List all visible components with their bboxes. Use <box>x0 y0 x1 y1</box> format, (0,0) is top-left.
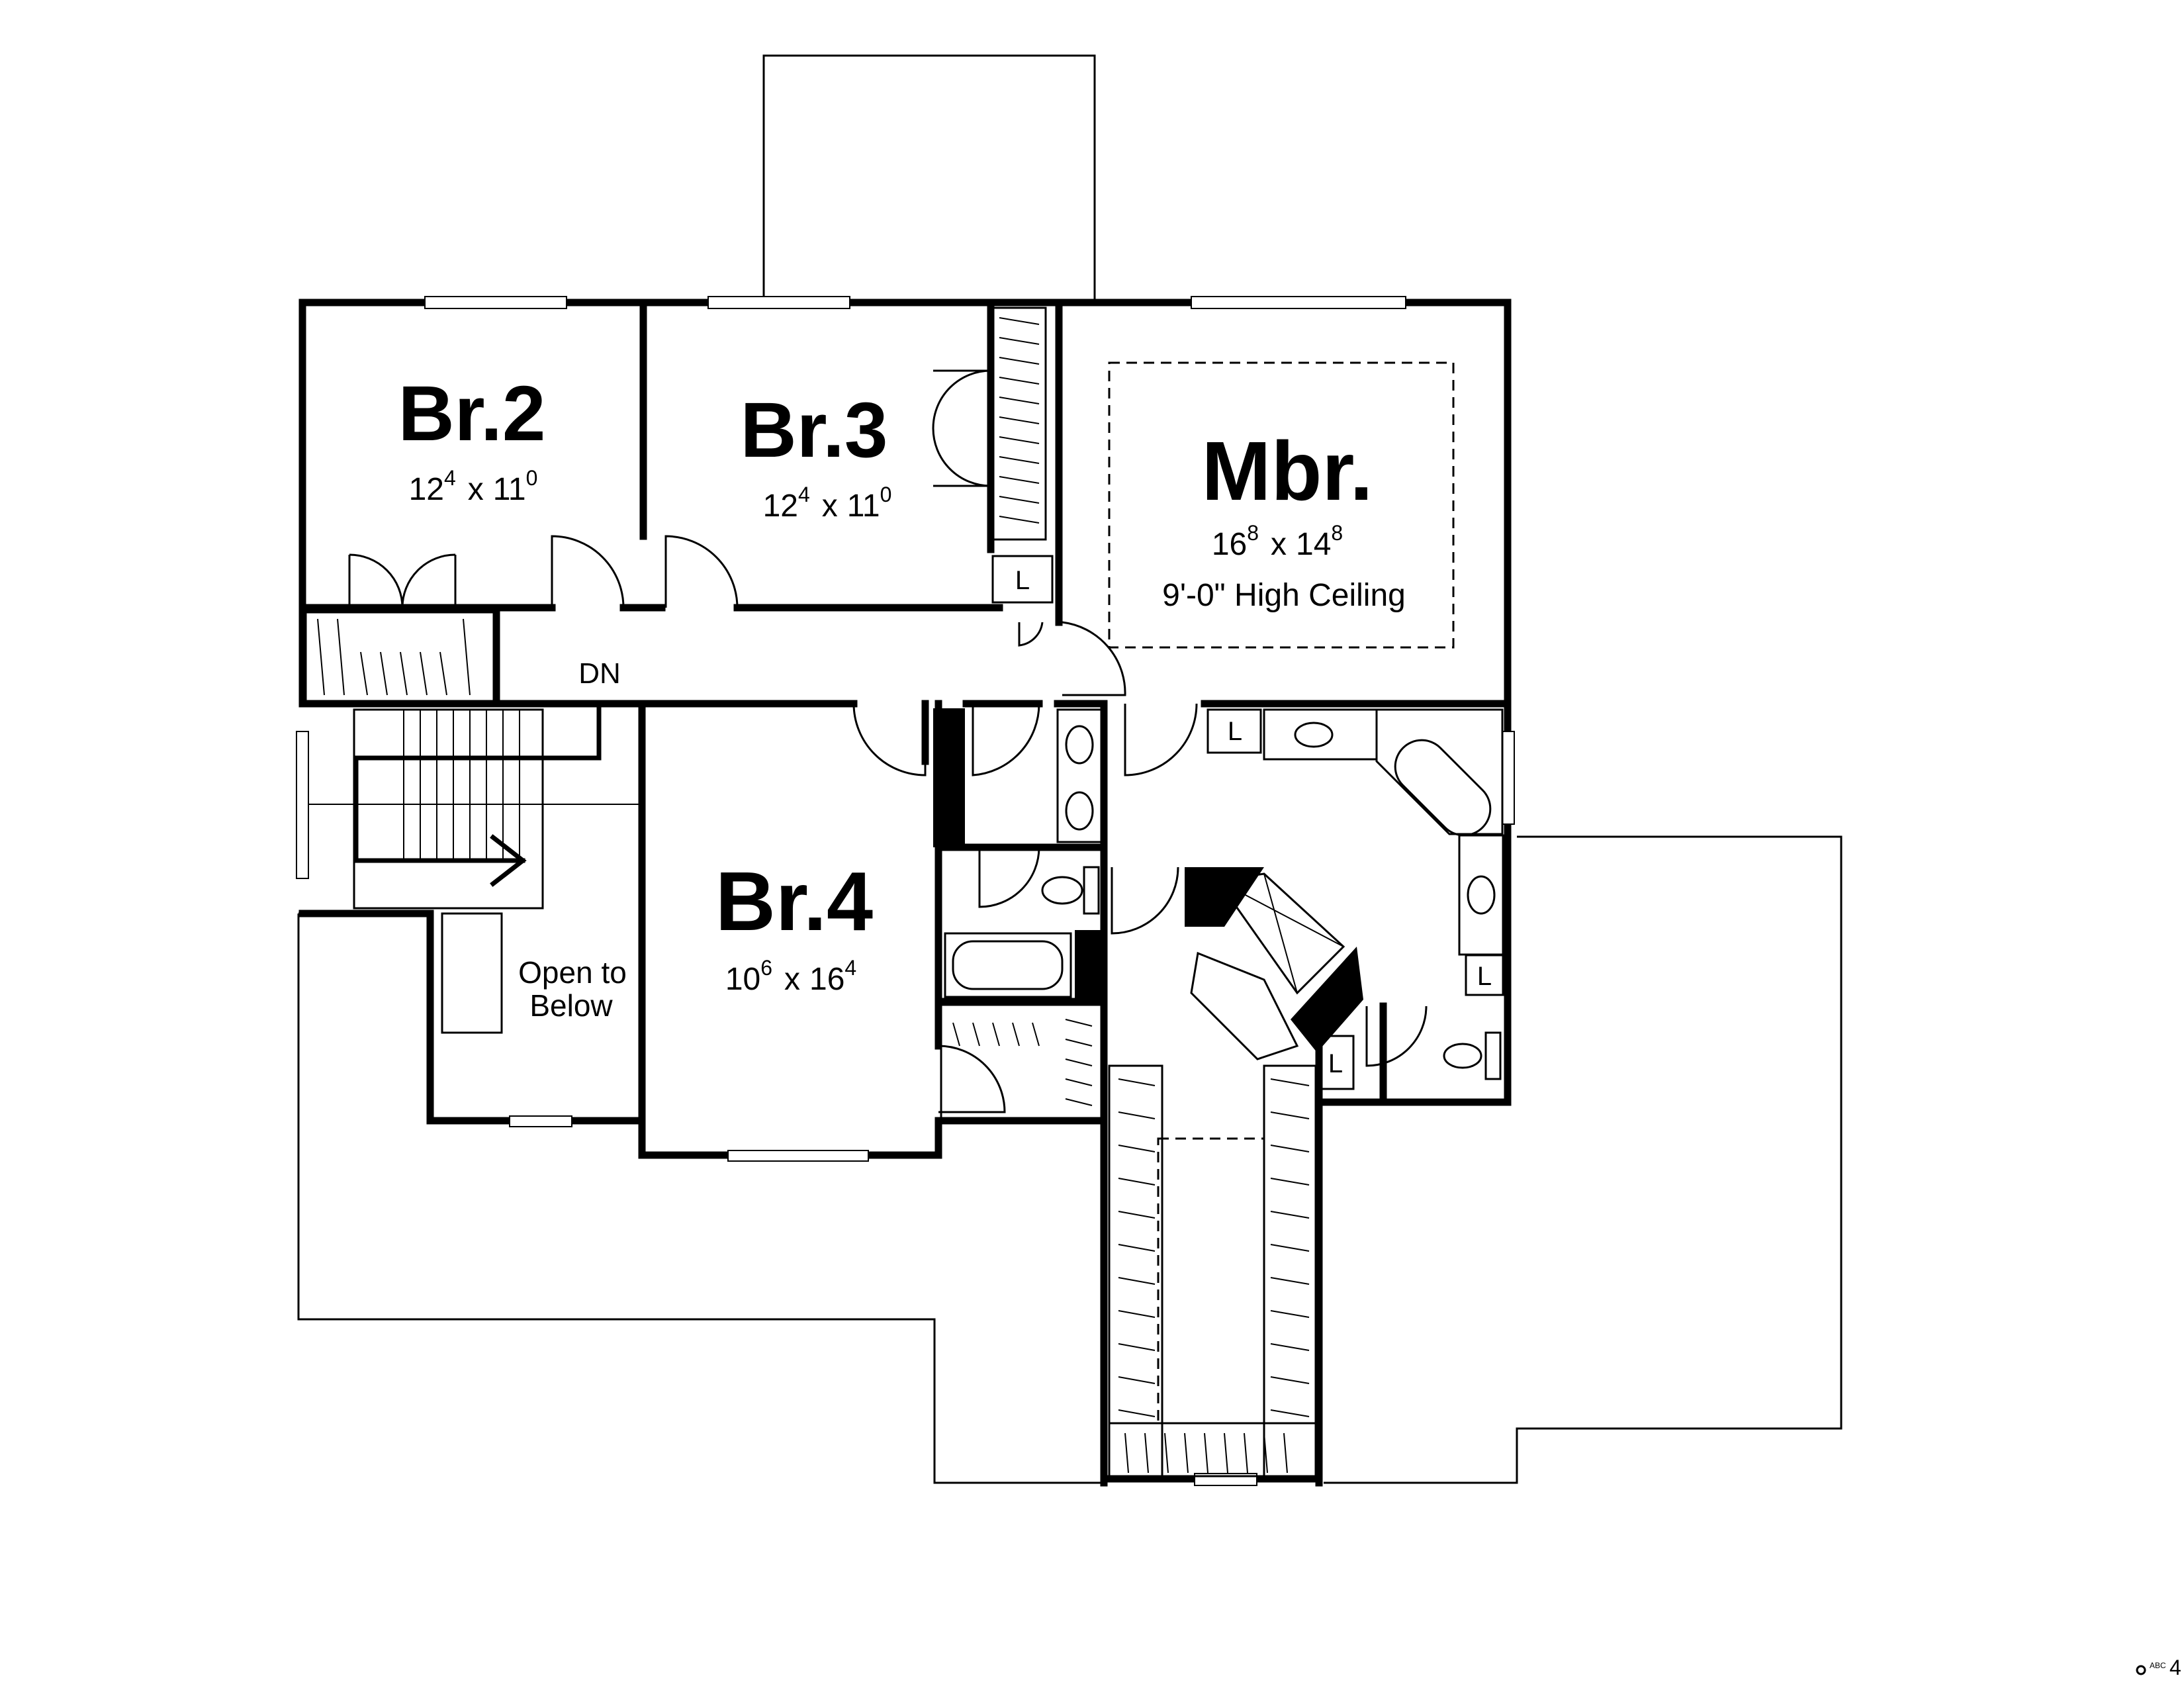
tray-ceiling-outline <box>1108 361 1455 649</box>
linen-closet-boxes <box>991 555 1504 1090</box>
linen-label-mbr: L <box>1228 717 1242 746</box>
closet-shelving <box>304 306 1317 1477</box>
room-name-br3: Br.3 <box>740 387 887 474</box>
page-mark: ABC 4 <box>2136 1656 2181 1679</box>
room-name-mbr: Mbr. <box>1201 424 1373 518</box>
solid-wall-blocks <box>933 708 1363 1053</box>
linen-label-wc: L <box>1328 1049 1343 1078</box>
doors <box>348 369 1428 1113</box>
bath-fixtures <box>944 708 1504 1080</box>
linen-label-br3: L <box>1015 566 1030 595</box>
page-mark-small: ABC <box>2150 1661 2166 1670</box>
linen-label-bath: L <box>1477 962 1492 991</box>
windows <box>296 296 1515 1486</box>
roof-outlines <box>297 54 1843 1484</box>
stair-direction-label: DN <box>578 657 621 690</box>
walls <box>298 299 1512 1487</box>
room-name-br4: Br.4 <box>715 855 873 948</box>
page-number: 4 <box>2169 1656 2181 1679</box>
room-note-mbr: 9'-0" High Ceiling <box>1162 578 1406 613</box>
open-to-below-line2: Below <box>529 988 613 1023</box>
page-mark-icon <box>2136 1665 2146 1675</box>
room-name-br2: Br.2 <box>398 370 545 457</box>
staircase <box>308 701 639 1034</box>
open-to-below-line1: Open to <box>518 955 627 990</box>
